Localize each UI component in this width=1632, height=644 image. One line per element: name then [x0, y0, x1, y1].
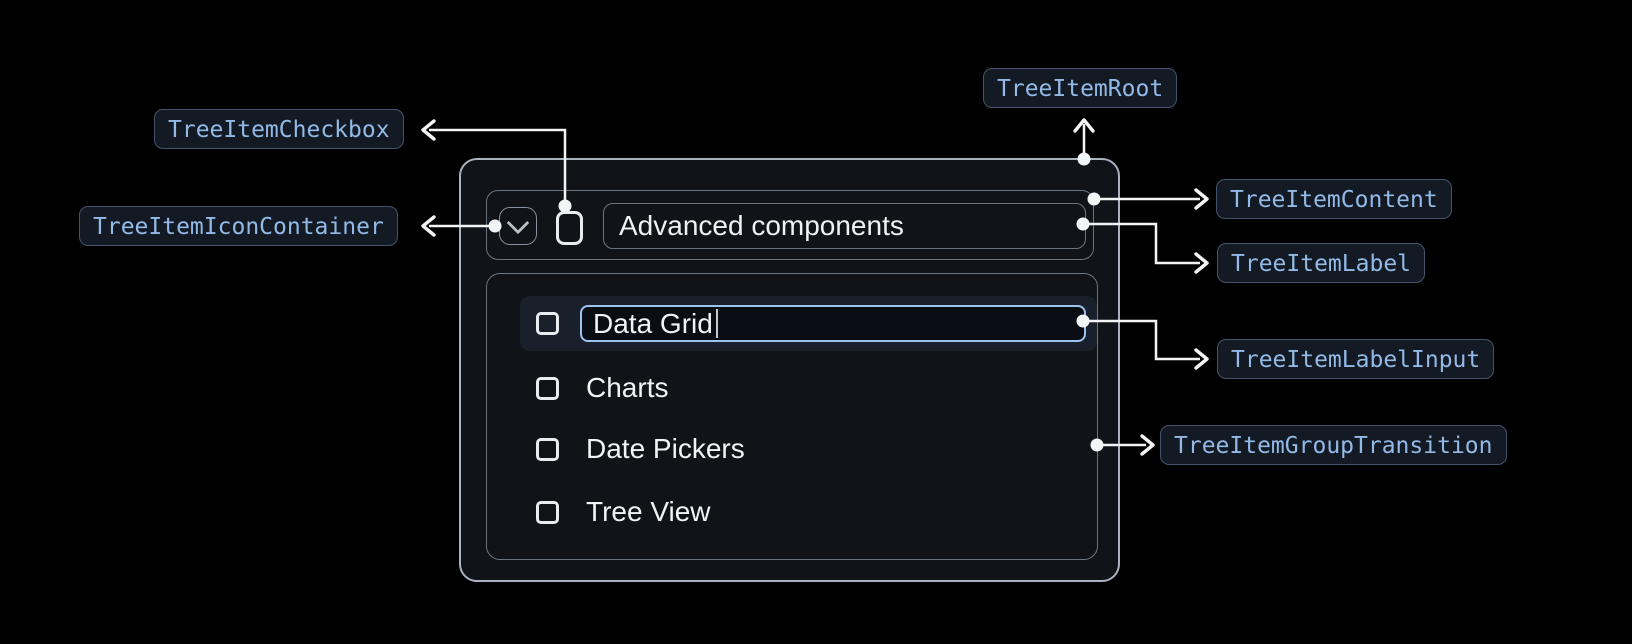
tree-item-root: Advanced components Data Grid Charts Dat… — [459, 158, 1120, 582]
tree-item-label: Tree View — [586, 496, 711, 527]
tree-item-checkbox[interactable] — [536, 500, 559, 524]
tree-item-row-editing[interactable]: Data Grid — [520, 296, 1097, 351]
anatomy-label-tree-item-icon-container: TreeItemIconContainer — [79, 206, 398, 246]
tree-item-checkbox[interactable] — [556, 211, 583, 245]
tree-item-label: Advanced components — [603, 203, 1086, 249]
tree-item-row[interactable]: Date Pickers — [536, 429, 745, 469]
tree-item-row[interactable]: Tree View — [536, 492, 711, 532]
anatomy-label-tree-item-root: TreeItemRoot — [983, 68, 1178, 108]
tree-item-checkbox[interactable] — [536, 437, 559, 461]
tree-item-label-input[interactable]: Data Grid — [580, 305, 1086, 342]
tree-item-row[interactable]: Charts — [536, 368, 668, 408]
tree-item-group-transition: Data Grid Charts Date Pickers Tree View — [486, 273, 1098, 560]
chevron-down-icon — [506, 211, 530, 235]
label-input-value: Data Grid — [593, 307, 713, 339]
anatomy-label-tree-item-label: TreeItemLabel — [1217, 243, 1426, 283]
tree-item-checkbox[interactable] — [536, 376, 559, 400]
anatomy-label-tree-item-group-transition: TreeItemGroupTransition — [1160, 425, 1507, 465]
tree-item-label: Charts — [586, 372, 669, 403]
anatomy-label-tree-item-checkbox: TreeItemCheckbox — [154, 109, 404, 149]
text-caret — [715, 309, 718, 338]
tree-item-icon-container[interactable] — [499, 207, 537, 245]
tree-item-content[interactable]: Advanced components — [486, 190, 1094, 260]
anatomy-label-tree-item-label-input: TreeItemLabelInput — [1217, 339, 1495, 379]
anatomy-label-tree-item-content: TreeItemContent — [1216, 179, 1452, 219]
tree-item-checkbox[interactable] — [536, 312, 559, 335]
tree-item-label: Date Pickers — [586, 433, 745, 464]
